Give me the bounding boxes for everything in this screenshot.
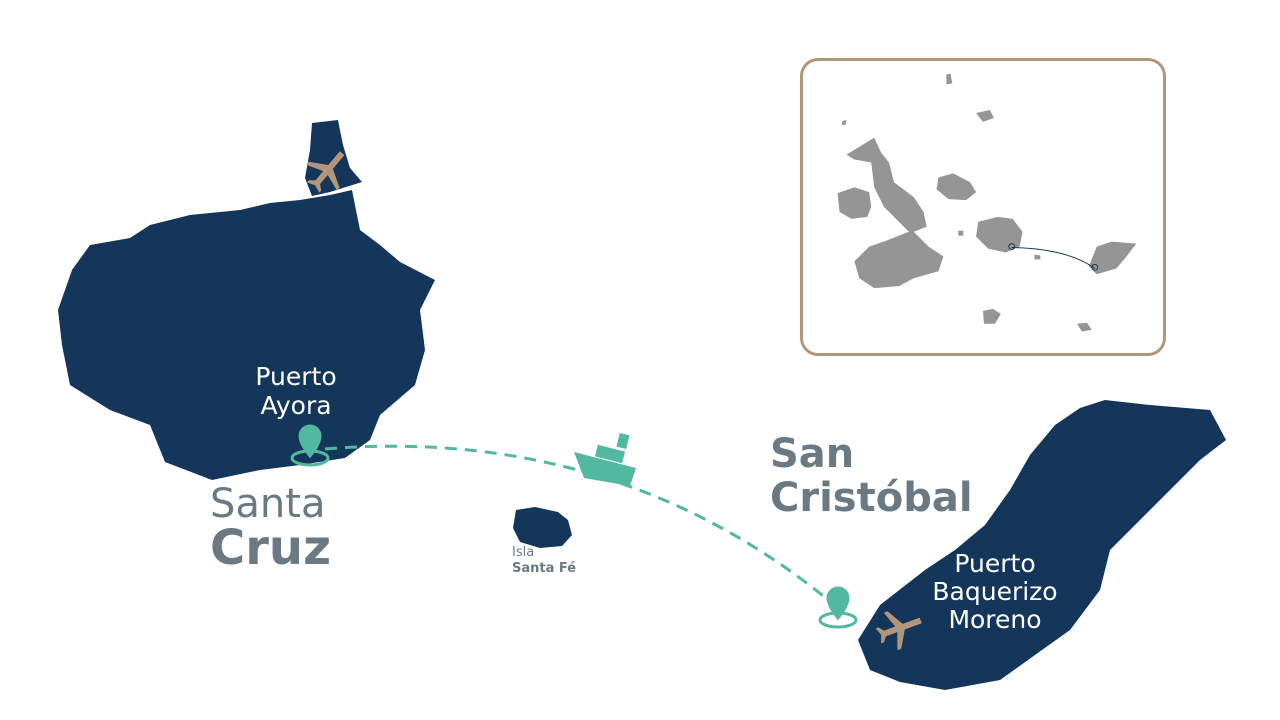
santa-fe-line1: Isla: [512, 545, 535, 560]
location-pin-icon-puerto-baquerizo: [818, 586, 858, 629]
airport-icon-baltra: [306, 151, 345, 193]
galapagos-overview-inset: [800, 58, 1166, 356]
puerto-baquerizo-label: Puerto Baquerizo Moreno: [920, 550, 1070, 634]
san-cristobal-label: San Cristóbal: [770, 432, 973, 520]
puerto-ayora-line1: Puerto: [255, 362, 337, 391]
airport-icon-san-cristobal: [875, 611, 922, 651]
ferry-route: [324, 444, 839, 610]
puerto-ayora-label: Puerto Ayora: [236, 362, 356, 420]
inset-route: [1011, 247, 1096, 269]
puerto-baquerizo-line2: Baquerizo: [932, 577, 1058, 606]
santa-fe-label: Isla Santa Fé: [512, 545, 576, 577]
san-cristobal-island: [858, 400, 1226, 690]
san-cristobal-line1: San: [770, 431, 855, 477]
santa-cruz-line2: Cruz: [210, 520, 332, 576]
location-pin-icon-puerto-ayora: [290, 424, 330, 467]
santa-cruz-island: [58, 190, 435, 480]
santa-fe-island: [513, 507, 572, 548]
inset-map: [837, 73, 1137, 332]
ferry-icon: [574, 432, 636, 486]
santa-cruz-line1: Santa: [210, 481, 326, 527]
santa-fe-line2: Santa Fé: [512, 561, 577, 576]
puerto-baquerizo-line3: Moreno: [948, 605, 1042, 634]
puerto-baquerizo-line1: Puerto: [954, 549, 1036, 578]
santa-cruz-label: Santa Cruz: [210, 481, 332, 576]
puerto-ayora-line2: Ayora: [260, 391, 332, 420]
inset-pin-icon-santa-cruz: [1008, 243, 1016, 251]
inset-pin-icon-san-cristobal: [1091, 263, 1099, 271]
inset-islands: [837, 73, 1137, 332]
san-cristobal-line2: Cristóbal: [770, 475, 973, 521]
